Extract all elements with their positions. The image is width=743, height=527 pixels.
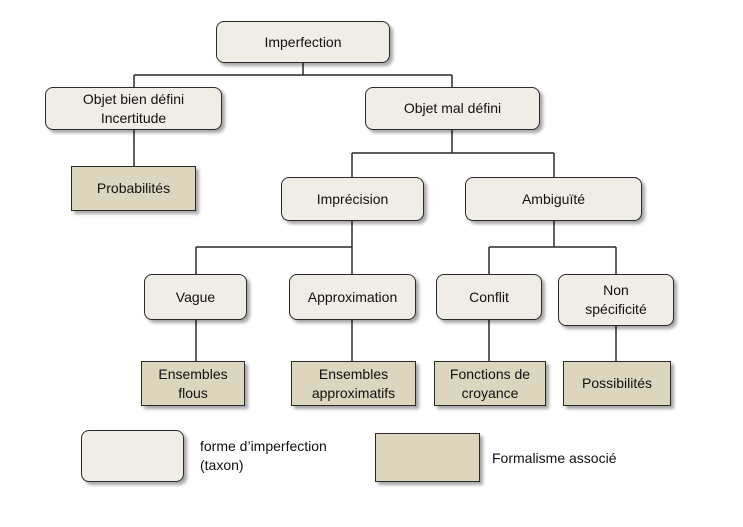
node-probabilites: Probabilités xyxy=(71,166,196,211)
node-vague: Vague xyxy=(144,274,247,320)
node-approximation: Approximation xyxy=(289,274,416,320)
legend-formal-swatch xyxy=(375,433,480,482)
node-ambiguite: Ambiguïté xyxy=(465,177,642,221)
node-imperfection: Imperfection xyxy=(216,21,390,63)
node-imprecision: Imprécision xyxy=(281,177,424,221)
legend-taxon-label: forme d’imperfection (taxon) xyxy=(200,438,327,473)
legend-formal-label: Formalisme associé xyxy=(492,450,617,466)
node-non-specificite: Non spécificité xyxy=(558,274,674,326)
node-objet-bien-defini: Objet bien défini Incertitude xyxy=(45,87,222,130)
node-possibilites: Possibilités xyxy=(563,361,671,406)
node-objet-mal-defini: Objet mal défini xyxy=(365,87,540,130)
node-fonctions-de-croyance: Fonctions de croyance xyxy=(434,361,546,406)
node-ensembles-flous: Ensembles flous xyxy=(141,361,245,406)
node-conflit: Conflit xyxy=(436,274,542,320)
node-ensembles-approximatifs: Ensembles approximatifs xyxy=(291,361,416,406)
legend-taxon-swatch xyxy=(81,430,184,482)
